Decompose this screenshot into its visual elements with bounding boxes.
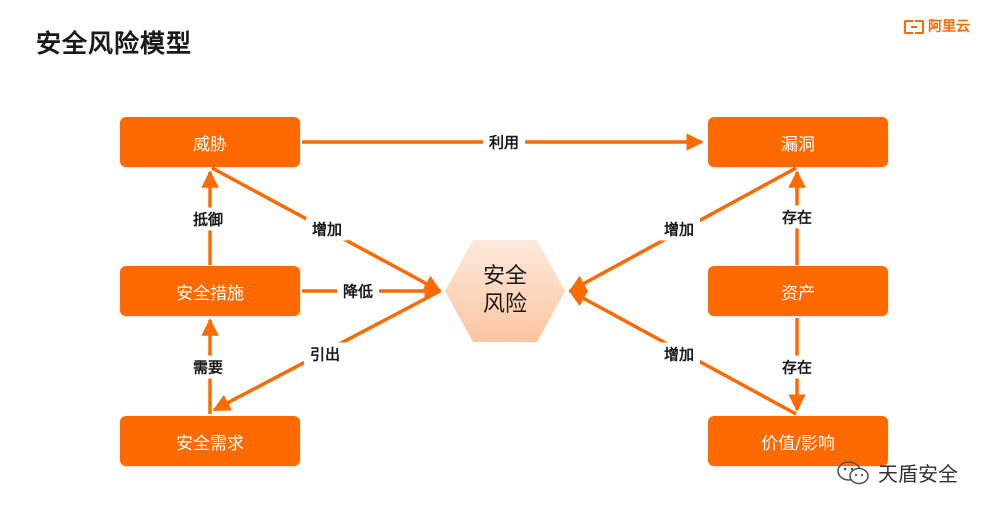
edge-label-resist: 抵御 <box>186 207 230 231</box>
edge-label-exist-value: 存在 <box>775 355 819 379</box>
node-security-needs: 安全需求 <box>120 416 300 466</box>
node-vulnerability: 漏洞 <box>708 117 888 167</box>
edge-label-reduce: 降低 <box>336 279 380 303</box>
edge-label-derive: 引出 <box>303 342 347 366</box>
edge-label-exploit: 利用 <box>482 130 526 154</box>
risk-label-line2: 风险 <box>482 292 527 317</box>
node-asset: 资产 <box>708 266 888 316</box>
node-security-measures: 安全措施 <box>120 266 300 316</box>
watermark-text: 天盾安全 <box>878 462 958 486</box>
brand-logo: 阿里云 <box>904 16 970 36</box>
edge-label-increase-value: 增加 <box>657 342 701 366</box>
page-title: 安全风险模型 <box>36 29 193 58</box>
node-threat: 威胁 <box>120 117 300 167</box>
node-security-risk: 安全 风险 <box>445 240 565 342</box>
watermark: 天盾安全 <box>836 458 958 487</box>
wechat-icon <box>837 460 869 484</box>
edge-label-increase-threat: 增加 <box>305 217 349 241</box>
edge-label-need: 需要 <box>186 355 230 379</box>
risk-label-line1: 安全 <box>482 264 527 289</box>
node-value-impact: 价值/影响 <box>708 416 888 466</box>
edge-label-increase-vulnerability: 增加 <box>657 217 701 241</box>
aliyun-logo-icon <box>904 20 924 34</box>
edge-label-exist-vulnerability: 存在 <box>775 205 819 229</box>
brand-logo-text: 阿里云 <box>928 19 970 35</box>
